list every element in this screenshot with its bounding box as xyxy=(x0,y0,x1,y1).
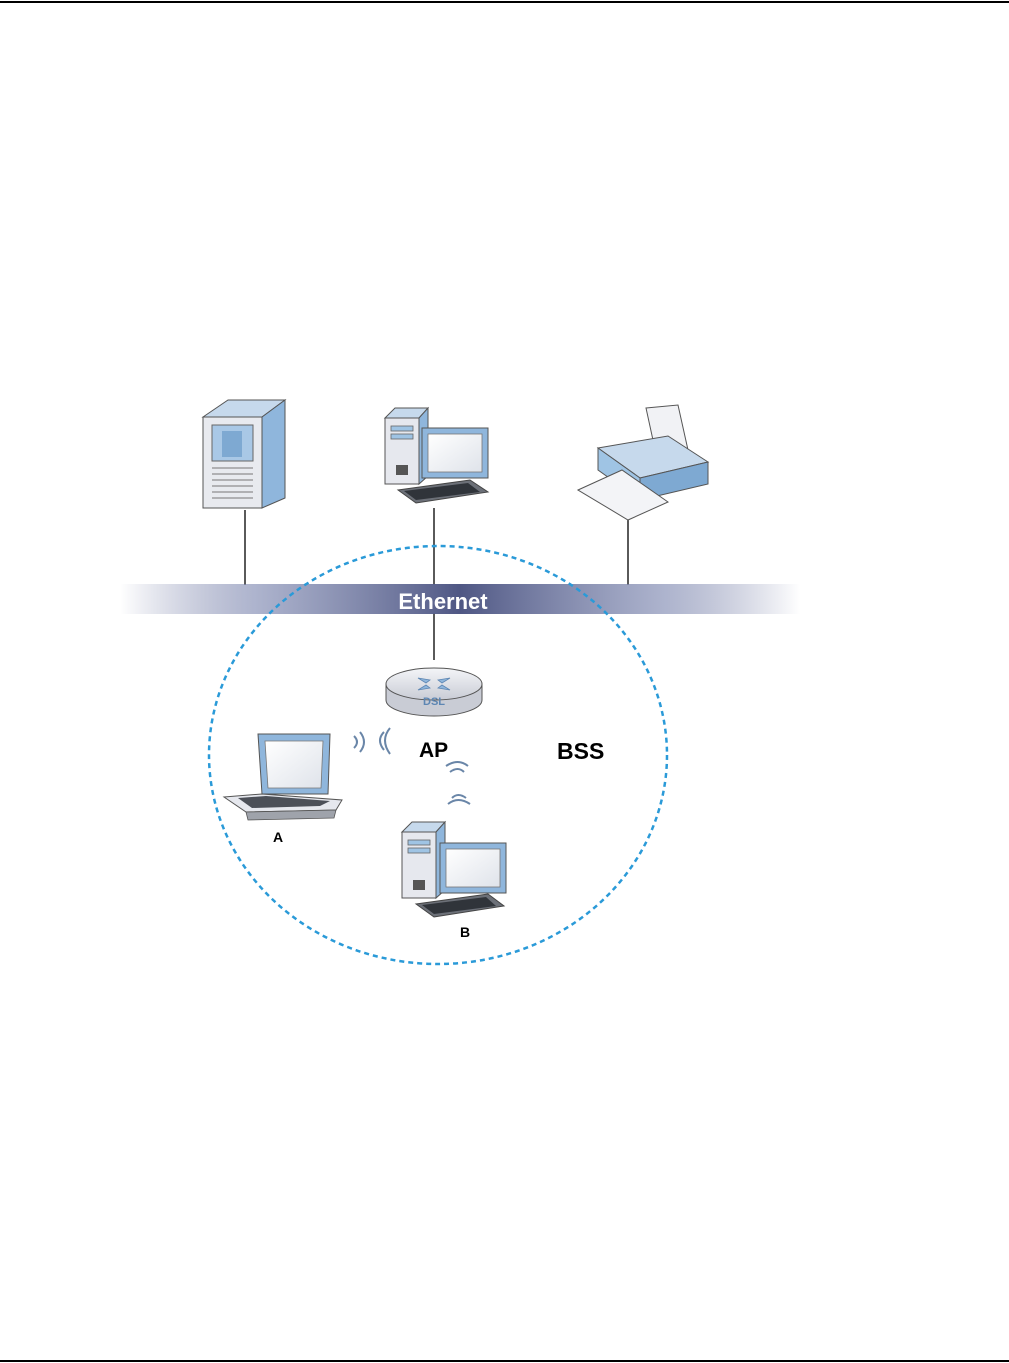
desktop-computer-icon xyxy=(385,408,488,503)
computer-b-label: B xyxy=(460,924,470,940)
server-icon xyxy=(203,400,285,508)
bss-label: BSS xyxy=(557,738,604,764)
ethernet-label: Ethernet xyxy=(398,589,488,614)
dsl-router-icon: DSL xyxy=(386,668,482,716)
printer-icon xyxy=(578,405,708,520)
router-label: DSL xyxy=(423,696,445,708)
wifi-signal-icon xyxy=(354,728,390,754)
desktop-computer-icon xyxy=(402,822,506,917)
laptop-a-label: A xyxy=(273,829,283,845)
wifi-signal-icon xyxy=(446,762,470,804)
bottom-rule xyxy=(0,1360,1009,1362)
laptop-icon xyxy=(224,734,342,820)
ethernet-backbone: Ethernet xyxy=(120,584,800,614)
ap-label: AP xyxy=(419,739,448,762)
